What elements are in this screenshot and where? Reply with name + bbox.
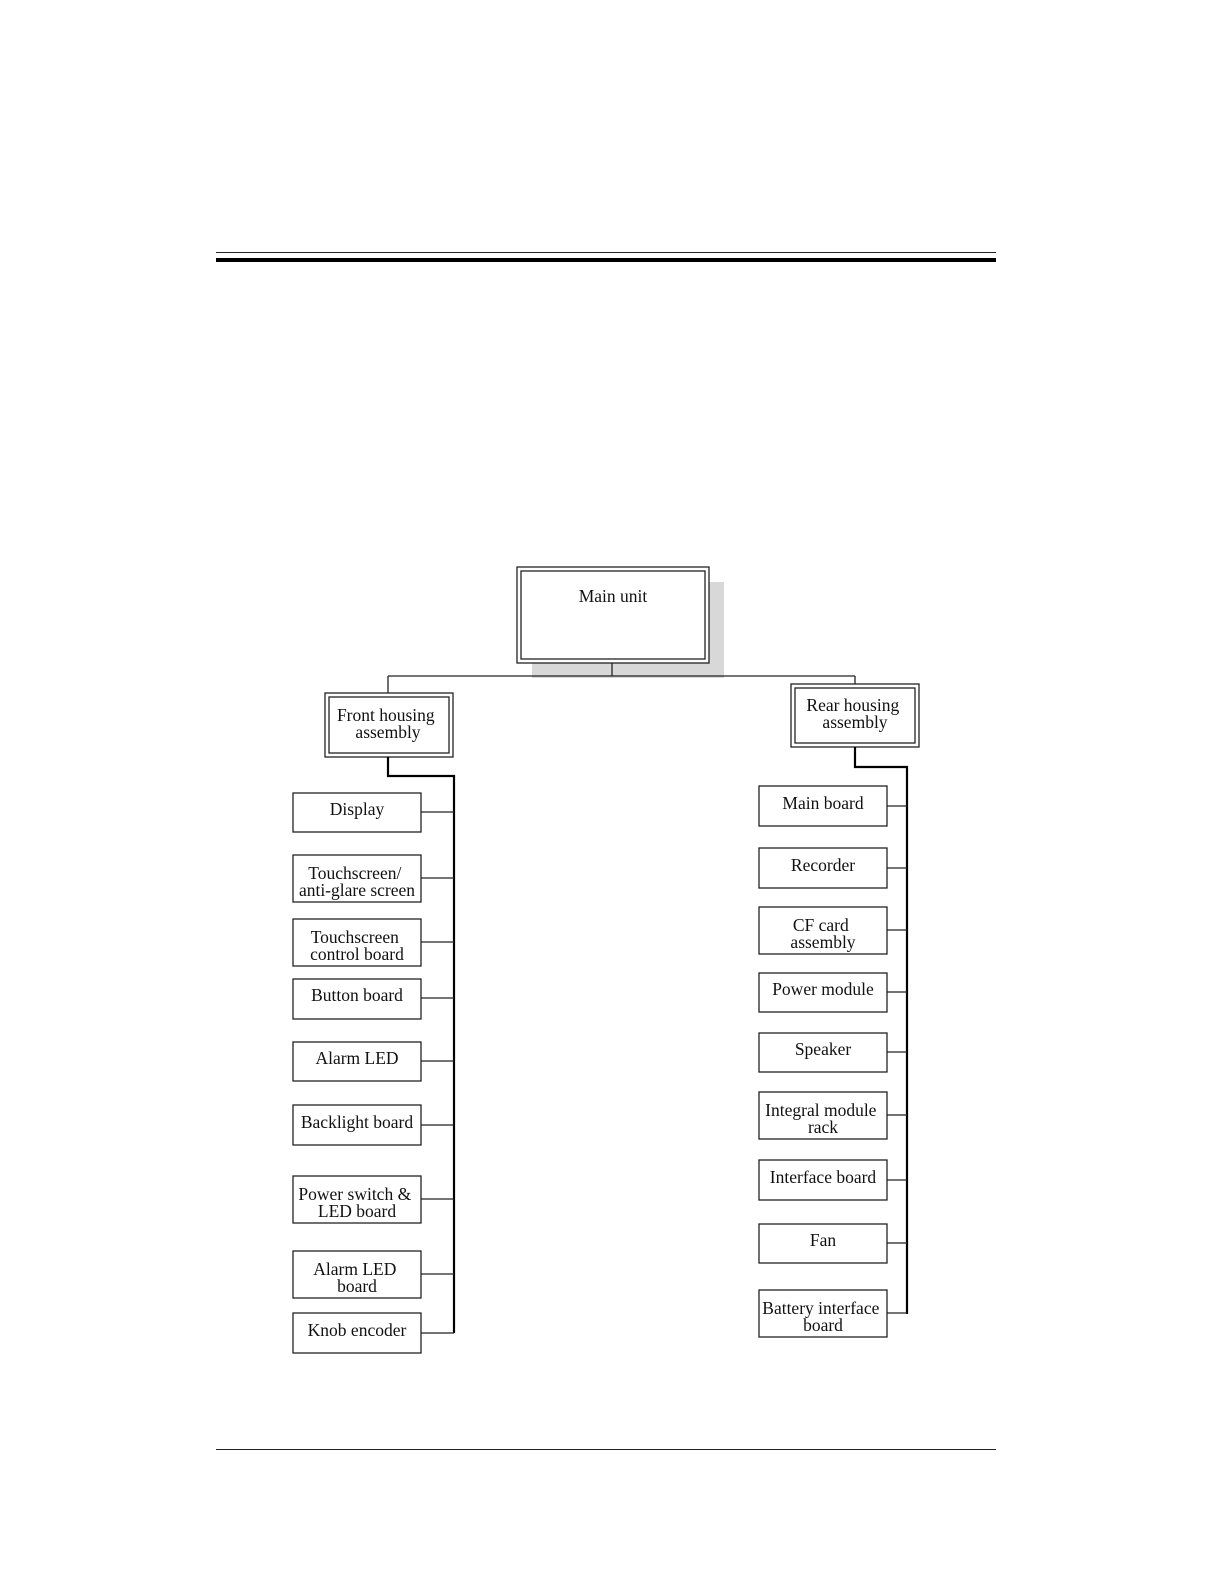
- main-unit-label-line: Main unit: [579, 586, 648, 606]
- rear-housing-label-line-2: assembly: [822, 712, 887, 732]
- rear-child-battery-interface-board: Battery interface board: [758, 1289, 907, 1338]
- rear-housing-box-inner: [794, 687, 916, 744]
- front-child-touchscreen-control-board: Touchscreen control board: [292, 918, 454, 967]
- rear-child-power-module: Power module: [758, 972, 907, 1013]
- front-child-knob-encoder: Knob encoder: [292, 1312, 454, 1354]
- front-child-display-label: Display: [330, 799, 385, 819]
- front-child-touchscreen: Touchscreen/ anti-glare screen: [292, 854, 454, 903]
- front-child-button-board: Button board: [292, 978, 454, 1020]
- rear-child-cf-card-assembly: CF card assembly: [758, 906, 907, 955]
- rear-child-main-board-label: Main board: [782, 793, 863, 813]
- front-housing-label-line-2: assembly: [355, 722, 420, 742]
- front-child-alarm-led-label: Alarm LED: [315, 1048, 398, 1068]
- rear-child-power-module-label: Power module: [772, 979, 874, 999]
- front-child-touchscreen-label: Touchscreen/ anti-glare screen: [299, 863, 415, 900]
- rear-child-recorder: Recorder: [758, 847, 907, 889]
- front-child-backlight-board-label: Backlight board: [301, 1112, 414, 1132]
- front-child-power-switch-led-board-label: Power switch & LED board: [298, 1184, 415, 1221]
- footer-rule: [216, 1449, 996, 1450]
- rear-child-recorder-label: Recorder: [791, 855, 855, 875]
- front-child-display: Display: [292, 792, 454, 833]
- rear-housing-label-line-1: Rear housing: [806, 695, 899, 715]
- main-unit-box-inner: [520, 570, 706, 660]
- rear-child-battery-interface-board-label: Battery interface board: [762, 1298, 883, 1335]
- rear-child-cf-card-assembly-label: CF card assembly: [790, 915, 855, 952]
- rear-child-integral-module-rack: Integral module rack: [758, 1091, 907, 1140]
- front-housing-label: Front housing assembly: [337, 705, 439, 742]
- front-trunk-line: [386, 757, 456, 1333]
- front-child-power-switch-led-board: Power switch & LED board: [292, 1175, 454, 1224]
- rear-trunk-line: [853, 747, 909, 1314]
- rear-child-integral-module-rack-label: Integral module rack: [765, 1100, 881, 1137]
- front-child-alarm-led-board: Alarm LED board: [292, 1250, 454, 1299]
- front-child-backlight-board: Backlight board: [292, 1104, 454, 1146]
- rear-child-fan-label: Fan: [810, 1230, 837, 1250]
- rear-housing-label: Rear housing assembly: [806, 695, 903, 732]
- front-housing-box-outer: [324, 692, 454, 758]
- rear-child-fan: Fan: [758, 1223, 907, 1264]
- rear-child-main-board: Main board: [758, 785, 907, 827]
- rear-child-interface-board: Interface board: [758, 1159, 907, 1201]
- front-child-button-board-label: Button board: [311, 985, 403, 1005]
- front-child-alarm-led-board-label: Alarm LED board: [313, 1259, 400, 1296]
- rear-housing-box-outer: [790, 683, 920, 748]
- front-child-touchscreen-control-board-label: Touchscreen control board: [310, 927, 404, 964]
- front-child-knob-encoder-label: Knob encoder: [308, 1320, 407, 1340]
- front-housing-label-line-1: Front housing: [337, 705, 435, 725]
- rear-child-interface-board-label: Interface board: [770, 1167, 877, 1187]
- header-rule-thin: [216, 252, 996, 253]
- main-unit-box-outer: [516, 566, 710, 664]
- front-housing-box-inner: [328, 696, 450, 754]
- main-unit-label: Main unit: [579, 586, 648, 606]
- header-rule-thick: [216, 258, 996, 262]
- rear-child-speaker: Speaker: [758, 1032, 907, 1073]
- front-child-alarm-led: Alarm LED: [292, 1041, 454, 1082]
- rear-child-speaker-label: Speaker: [795, 1039, 852, 1059]
